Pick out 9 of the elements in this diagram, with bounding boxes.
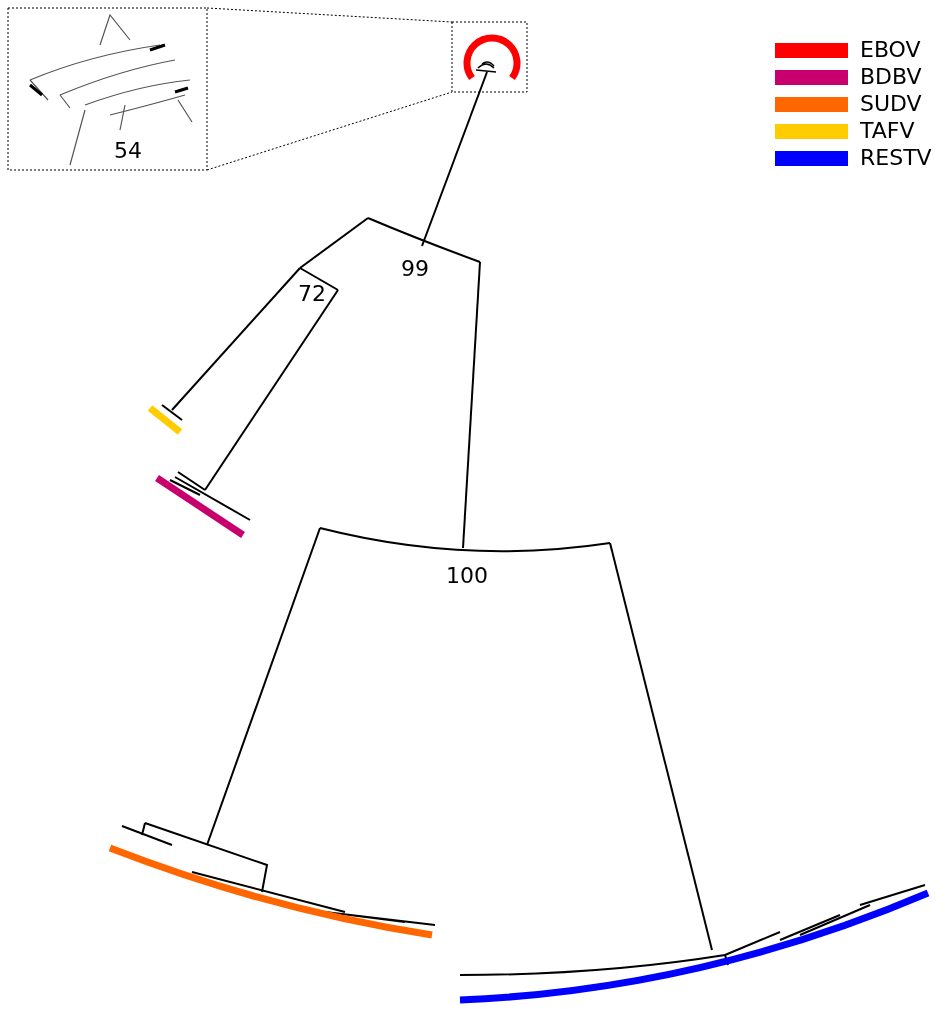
bootstrap-value: 99 — [401, 258, 429, 280]
bootstrap-value: 100 — [446, 565, 488, 587]
bootstrap-value: 54 — [114, 140, 142, 162]
bootstrap-value: 72 — [298, 283, 326, 305]
legend-label: TAFV — [860, 120, 915, 142]
legend-label: EBOV — [860, 39, 921, 61]
legend-label: BDBV — [860, 66, 922, 88]
legend-label: RESTV — [860, 147, 932, 169]
legend-label: SUDV — [860, 93, 922, 115]
